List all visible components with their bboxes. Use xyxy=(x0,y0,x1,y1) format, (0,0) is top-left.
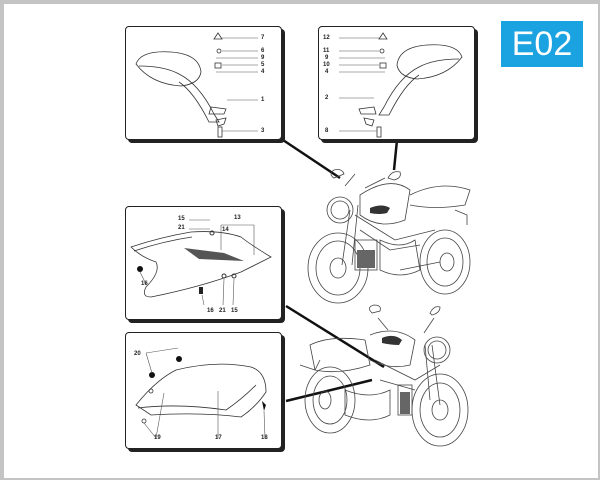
part-label-6: 6 xyxy=(261,48,265,54)
part-label-20: 20 xyxy=(134,351,141,357)
part-label-11: 11 xyxy=(323,48,330,54)
side-cover-drawing xyxy=(130,219,272,306)
part-label-13: 13 xyxy=(234,215,241,221)
part-label-9: 9 xyxy=(261,55,265,61)
seat-drawing xyxy=(135,347,267,439)
panel-right-mirror: 12 11 9 10 4 2 8 xyxy=(318,26,475,140)
panel-left-mirror: 7 6 9 5 4 1 3 xyxy=(125,26,282,140)
part-label-1: 1 xyxy=(261,97,265,103)
part-label-19: 19 xyxy=(154,435,161,441)
right-mirror-drawing xyxy=(339,32,463,138)
section-code-badge: E02 xyxy=(501,21,583,67)
left-mirror-drawing xyxy=(135,32,258,138)
part-label-16: 16 xyxy=(141,281,148,287)
panel-side-cover: 15 21 13 14 16 16 21 15 xyxy=(125,206,282,320)
part-label-8: 8 xyxy=(325,128,329,134)
part-label-21: 21 xyxy=(178,225,185,231)
part-label-5: 5 xyxy=(261,62,265,68)
part-label-4: 4 xyxy=(261,69,265,75)
part-label-15: 15 xyxy=(178,216,185,222)
part-label-12: 12 xyxy=(323,35,330,41)
part-label-21: 21 xyxy=(219,308,226,314)
part-label-7: 7 xyxy=(261,35,265,41)
part-label-9: 9 xyxy=(325,55,329,61)
part-label-17: 17 xyxy=(215,435,222,441)
part-label-2: 2 xyxy=(325,95,329,101)
part-label-18: 18 xyxy=(261,435,268,441)
part-label-10: 10 xyxy=(323,62,330,68)
part-label-16: 16 xyxy=(207,308,214,314)
part-label-14: 14 xyxy=(222,227,229,233)
panel-seat: 20 19 17 18 xyxy=(125,332,282,449)
part-label-4: 4 xyxy=(325,69,329,75)
part-label-15: 15 xyxy=(231,308,238,314)
part-label-3: 3 xyxy=(261,128,265,134)
